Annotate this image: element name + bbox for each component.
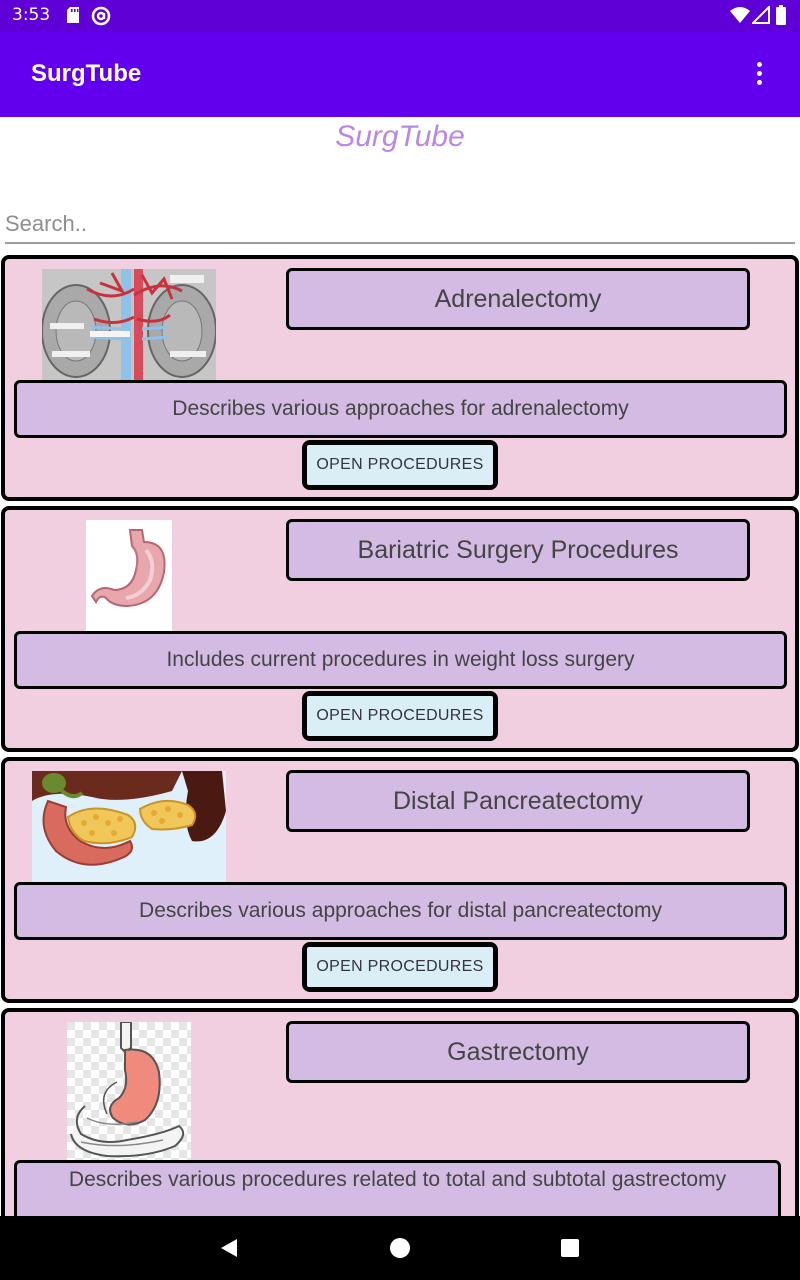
procedure-title: Gastrectomy (286, 1021, 750, 1083)
status-bar: 3:53 (0, 0, 800, 32)
open-procedures-label: OPEN PROCEDURES (307, 696, 493, 736)
kidney-anatomy-image (42, 269, 216, 381)
open-procedures-label: OPEN PROCEDURES (307, 947, 493, 987)
sd-card-icon (67, 7, 79, 23)
procedure-title: Distal Pancreatectomy (286, 770, 750, 832)
search-field (5, 206, 795, 244)
procedure-title: Adrenalectomy (286, 268, 750, 330)
open-procedures-button[interactable]: OPEN PROCEDURES (302, 942, 498, 992)
procedure-description: Describes various approaches for distal … (14, 882, 787, 940)
stomach-anatomy-image (67, 1022, 191, 1162)
app-title: SurgTube (31, 60, 142, 87)
pancreas-image (32, 771, 226, 883)
signal-icon (752, 6, 770, 24)
status-time: 3:53 (12, 5, 51, 25)
procedure-card: Bariatric Surgery Procedures Includes cu… (1, 506, 799, 752)
procedure-card: Gastrectomy Describes various procedures… (1, 1008, 799, 1216)
navigation-bar (0, 1216, 800, 1280)
wifi-icon (730, 7, 750, 23)
procedure-description: Describes various approaches for adrenal… (14, 380, 787, 438)
procedure-description: Describes various procedures related to … (14, 1160, 781, 1216)
app-bar: SurgTube (0, 32, 800, 117)
open-procedures-label: OPEN PROCEDURES (307, 445, 493, 485)
more-options-icon[interactable] (748, 60, 772, 92)
procedure-card: Distal Pancreatectomy Describes various … (1, 757, 799, 1003)
page-subtitle: SurgTube (335, 120, 465, 153)
procedure-description: Includes current procedures in weight lo… (14, 631, 787, 689)
open-procedures-button[interactable]: OPEN PROCEDURES (302, 440, 498, 490)
open-procedures-button[interactable]: OPEN PROCEDURES (302, 691, 498, 741)
at-sign-icon (91, 6, 111, 26)
battery-icon (776, 5, 786, 25)
procedure-list: Adrenalectomy Describes various approach… (0, 254, 800, 1216)
stomach-image (86, 520, 172, 632)
procedure-card: Adrenalectomy Describes various approach… (1, 255, 799, 501)
procedure-title: Bariatric Surgery Procedures (286, 519, 750, 581)
home-icon[interactable] (389, 1237, 411, 1259)
back-icon[interactable] (219, 1238, 239, 1258)
search-input[interactable] (5, 206, 795, 242)
recents-icon[interactable] (561, 1239, 579, 1257)
